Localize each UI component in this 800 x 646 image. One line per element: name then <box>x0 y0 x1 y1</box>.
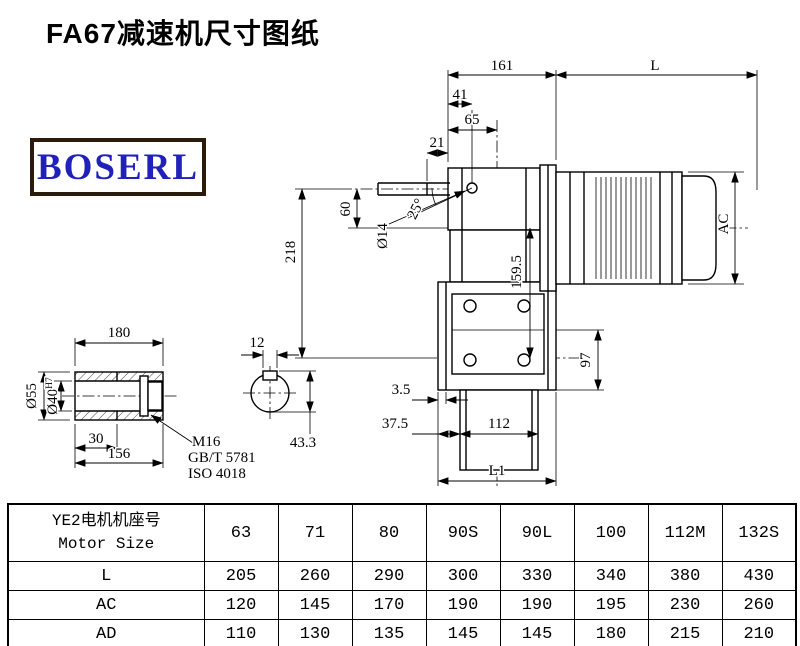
table-cell: 110 <box>203 619 279 646</box>
table-cell: 195 <box>573 590 649 620</box>
dim-25deg: 25° <box>405 196 429 222</box>
keyway <box>262 370 278 381</box>
table-row-L: L 205 260 290 300 330 340 380 430 <box>7 561 797 591</box>
motor-size-header-en: Motor Size <box>58 535 155 553</box>
dim-30: 30 <box>89 431 104 447</box>
table-cell: 120 <box>203 590 279 620</box>
table-cell: 380 <box>647 561 723 591</box>
dimensions-left <box>295 188 448 359</box>
gearbox-body <box>437 167 557 471</box>
table-cell: 300 <box>425 561 501 591</box>
table-cell: 330 <box>499 561 575 591</box>
dim-159-5: 159.5 <box>509 255 525 289</box>
table-cell: 430 <box>721 561 797 591</box>
table-cell: 180 <box>573 619 649 646</box>
dim-dia40: Ø40 <box>45 389 61 415</box>
dim-161: 161 <box>491 58 514 74</box>
table-header-row: YE2电机机座号 Motor Size 63 71 80 90S 90L 100… <box>7 503 797 562</box>
shaft-end-view <box>241 350 316 434</box>
label-m16: M16 <box>192 434 221 450</box>
table-cell: 290 <box>351 561 427 591</box>
table-cell: 145 <box>277 590 353 620</box>
logo-box: BOSERL <box>30 138 206 196</box>
dim-218: 218 <box>283 241 299 264</box>
dim-43-3: 43.3 <box>290 435 316 451</box>
table-cell: 260 <box>277 561 353 591</box>
table-cell: 205 <box>203 561 279 591</box>
dim-37-5: 37.5 <box>382 416 408 432</box>
angle-callout <box>388 187 473 225</box>
table-cell: 340 <box>573 561 649 591</box>
table-cell: 210 <box>721 619 797 646</box>
bolt-head <box>147 381 163 411</box>
dim-180: 180 <box>108 325 131 341</box>
table-row-AC: AC 120 145 170 190 190 195 230 260 <box>7 590 797 620</box>
table-cell: 130 <box>277 619 353 646</box>
motor-size-header-cn: YE2电机机座号 <box>51 511 161 530</box>
input-shaft <box>377 182 450 196</box>
dimensions-right <box>526 171 744 391</box>
logo-text: BOSERL <box>36 146 200 188</box>
dim-dia55: Ø55 <box>24 383 40 409</box>
dim-112: 112 <box>488 416 510 432</box>
table-cell: 215 <box>647 619 723 646</box>
dim-dia40h7: Ø40H7 <box>45 377 61 415</box>
table-col-header: 71 <box>277 503 353 562</box>
table-cell: 170 <box>351 590 427 620</box>
table-cell: 260 <box>721 590 797 620</box>
table-cell: 190 <box>499 590 575 620</box>
motor-size-header-cell: YE2电机机座号 Motor Size <box>7 503 205 562</box>
table-col-header: 80 <box>351 503 427 562</box>
fan-cover <box>681 175 717 281</box>
table-cell: 145 <box>499 619 575 646</box>
row-label: AC <box>7 590 205 620</box>
row-label: AD <box>7 619 205 646</box>
table-col-header: 90S <box>425 503 501 562</box>
dim-L: L <box>650 58 659 74</box>
dim-60: 60 <box>338 202 354 217</box>
dimension-drawing: 161 L 41 65 21 60 218 Ø14 25° 159.5 AC 9… <box>23 57 758 488</box>
dim-dia14: Ø14 <box>375 223 391 249</box>
table-col-header: 100 <box>573 503 649 562</box>
dim-156: 156 <box>108 446 131 462</box>
dimensions-top <box>426 70 758 190</box>
dim-AC: AC <box>716 214 732 235</box>
dim-65: 65 <box>465 112 480 128</box>
dim-L1: L1 <box>489 463 506 479</box>
motor <box>539 164 717 292</box>
dim-97: 97 <box>578 352 594 368</box>
table-col-header: 63 <box>203 503 279 562</box>
motor-fins <box>595 177 652 279</box>
table-col-header: 90L <box>499 503 575 562</box>
dim-12: 12 <box>250 335 265 351</box>
table-col-header: 112M <box>647 503 723 562</box>
page-title: FA67减速机尺寸图纸 <box>46 18 320 49</box>
table-cell: 190 <box>425 590 501 620</box>
table-cell: 230 <box>647 590 723 620</box>
label-iso4018: ISO 4018 <box>188 466 246 482</box>
row-label: L <box>7 561 205 591</box>
dim-3-5: 3.5 <box>392 382 411 398</box>
dimensions-bottom <box>412 392 557 486</box>
dim-dia40-sup: H7 <box>45 377 55 389</box>
table-col-header: 132S <box>721 503 797 562</box>
dim-41: 41 <box>453 87 468 103</box>
washer <box>139 375 149 417</box>
motor-size-table: YE2电机机座号 Motor Size 63 71 80 90S 90L 100… <box>7 503 797 646</box>
dim-21: 21 <box>430 135 445 151</box>
table-cell: 135 <box>351 619 427 646</box>
table-cell: 145 <box>425 619 501 646</box>
hollow-shaft-detail <box>38 338 194 468</box>
label-gbt5781: GB/T 5781 <box>188 450 256 466</box>
table-row-AD: AD 110 130 135 145 145 180 215 210 <box>7 619 797 646</box>
